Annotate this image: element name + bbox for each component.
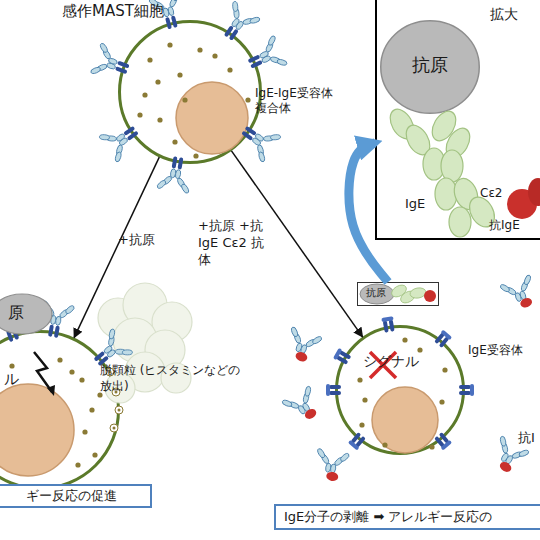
edge-label: +抗原 — [118, 232, 155, 249]
node-outline — [120, 22, 261, 163]
node-text: 感作MAST細胞 — [62, 2, 164, 21]
inset-box: 拡大 IgE Cε2 抗IgE 抗原 — [375, 0, 540, 240]
node-text: ル — [4, 370, 19, 389]
node-text: 抗原 — [366, 287, 386, 300]
mast-cell: 感作MAST細胞IgE-IgE受容体 複合体 — [118, 20, 262, 164]
icon-box: 抗原 — [357, 282, 439, 306]
note-label: 抗I — [518, 430, 535, 447]
antigen-ellipse: 抗原 — [380, 20, 480, 114]
node-outline — [335, 325, 465, 455]
node-text: Cε2 — [480, 186, 503, 201]
reaction-arrow — [74, 157, 159, 338]
node-outline — [118, 20, 262, 164]
node-text: 抗原 — [405, 54, 455, 77]
node-text: ギー反応の促進 — [0, 488, 150, 504]
mast-cell: シグナル — [335, 325, 465, 455]
mast-cell: ル — [0, 330, 120, 490]
node-text: IgE分子の剥離 ➡ アレルギー反応の — [284, 509, 492, 525]
node-text: シグナル — [363, 353, 419, 371]
note-label: 脱顆粒 (ヒスタミンなどの放出) — [100, 363, 250, 394]
node-text: IgE-IgE受容体 複合体 — [255, 86, 341, 116]
result-box: IgE分子の剥離 ➡ アレルギー反応の — [274, 504, 540, 530]
node-outline — [0, 332, 119, 489]
note-label: 原 — [8, 303, 24, 324]
result-box: ギー反応の促進 — [0, 484, 152, 508]
node-text: 拡大 — [490, 6, 518, 24]
node-outline — [381, 21, 480, 114]
node-text: 抗IgE — [489, 218, 520, 233]
node-text: IgE — [405, 196, 425, 212]
node-outline — [0, 330, 120, 490]
edge-label: +抗原 +抗IgE Cε2 抗体 — [198, 218, 268, 269]
note-label: IgE受容体 — [468, 343, 523, 359]
node-outline — [337, 327, 464, 454]
